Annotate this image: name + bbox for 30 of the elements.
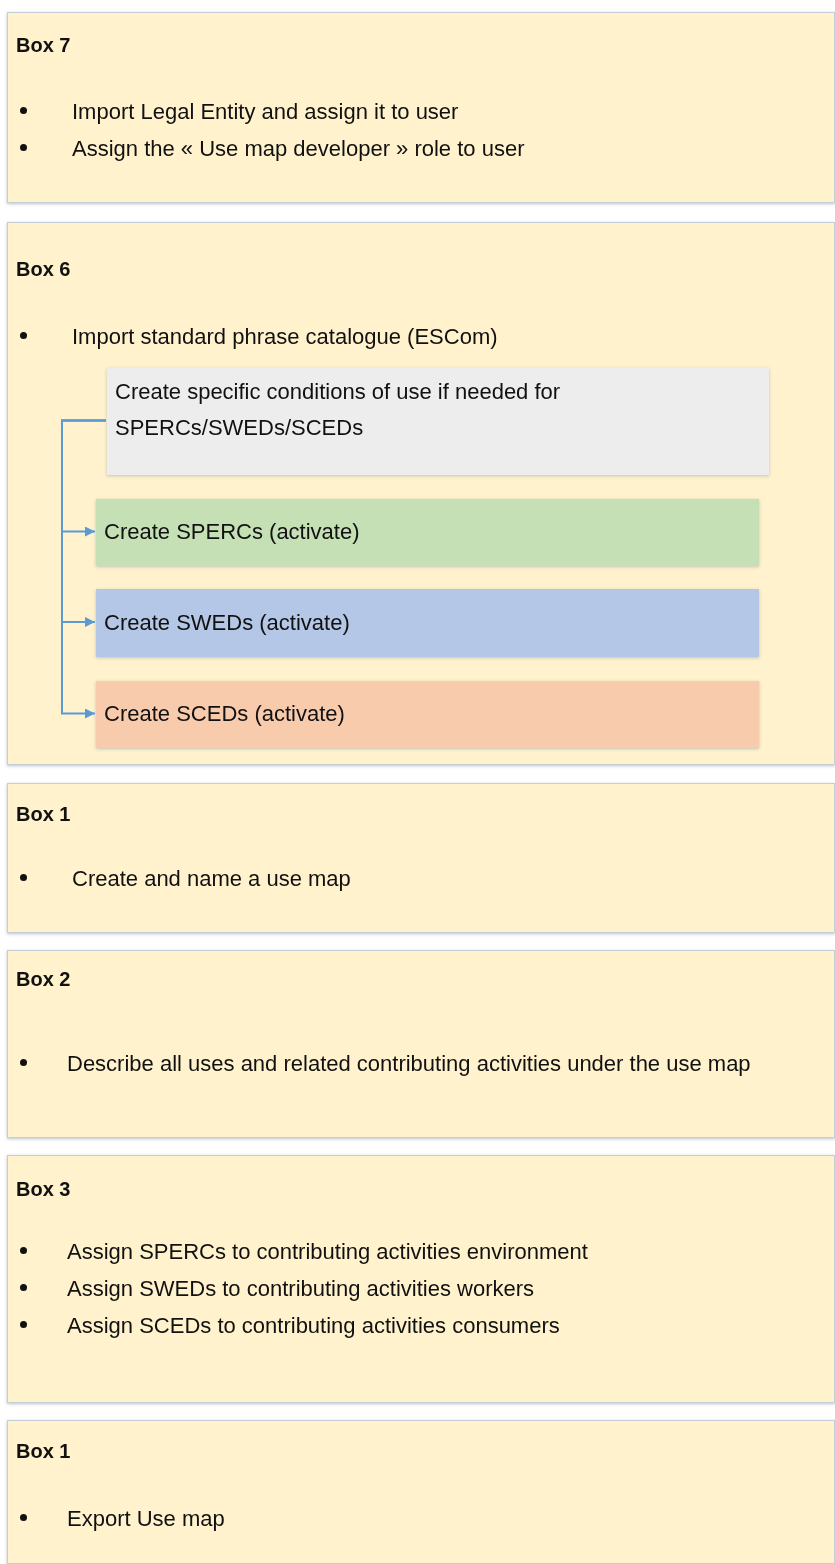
list-item: Import Legal Entity and assign it to user — [72, 98, 459, 126]
step-panel — [7, 1155, 835, 1403]
process-box — [96, 499, 759, 566]
box-heading: Box 1 — [16, 802, 71, 827]
step-panel — [7, 1420, 835, 1564]
box-heading: Box 2 — [16, 967, 71, 992]
list-item: Import standard phrase catalogue (ESCom) — [72, 323, 498, 351]
box-heading: Box 7 — [16, 33, 71, 58]
list-item: Describe all uses and related contributing activities under the use map — [67, 1050, 751, 1078]
box-text: Create SPERCs (activate) — [104, 518, 361, 546]
step-panel — [7, 950, 835, 1138]
box-heading: Box 3 — [16, 1177, 71, 1202]
list-item: Export Use map — [67, 1505, 225, 1533]
step-panel — [7, 12, 835, 203]
box-heading: Box 1 — [16, 1439, 71, 1464]
box-text: Create SWEDs (activate) — [104, 609, 351, 637]
list-item: Assign the « Use map developer » role to user — [72, 135, 525, 163]
process-box — [96, 589, 759, 657]
list-item: Assign SCEDs to contributing activities consumers — [67, 1312, 560, 1340]
connector-arrow — [61, 419, 107, 719]
list-item: Create and name a use map — [72, 865, 351, 893]
process-box — [107, 368, 769, 475]
process-box — [96, 681, 759, 748]
box-text: Create SCEDs (activate) — [104, 700, 346, 728]
box-heading: Box 6 — [16, 257, 71, 282]
step-panel — [7, 222, 835, 765]
list-item: Assign SPERCs to contributing activities environment — [67, 1238, 588, 1266]
step-panel — [7, 783, 835, 933]
list-item: Assign SWEDs to contributing activities workers — [67, 1275, 535, 1303]
box-text: Create specific conditions of use if needed for SPERCs/SWEDs/SCEDs — [115, 378, 562, 442]
